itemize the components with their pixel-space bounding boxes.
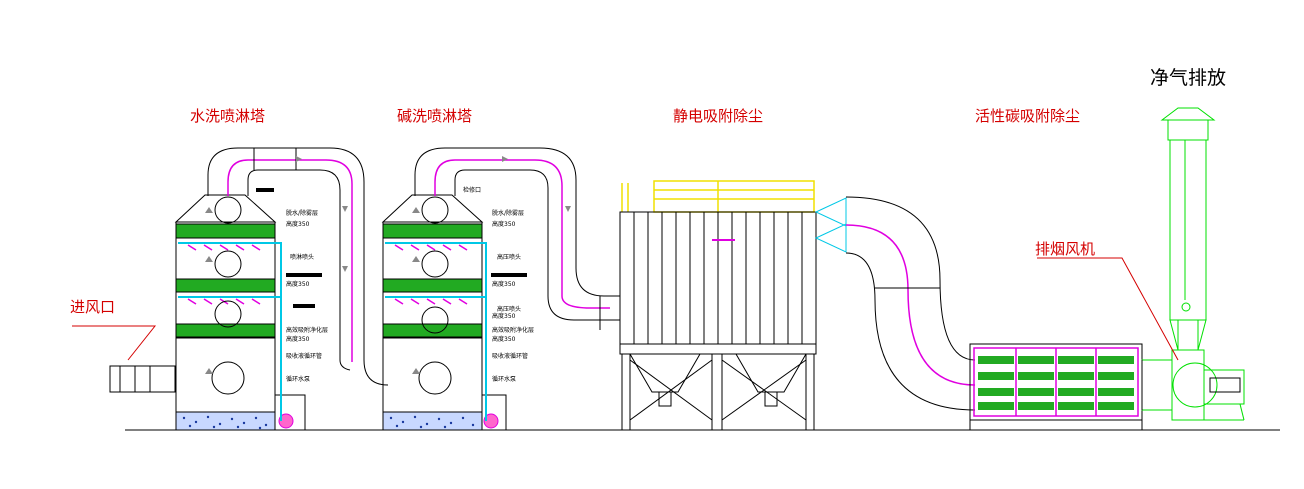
water-tower-label: 水洗喷淋塔 <box>190 107 265 125</box>
svg-text:高压喷头: 高压喷头 <box>497 253 521 261</box>
tower1-notes: 脱水/除雾层 高度350 喷淋喷头 高度350 高效吸附净化层 高度350 吸收… <box>286 209 328 383</box>
exhaust-label: 净气排放 <box>1150 67 1226 89</box>
svg-text:高压喷头: 高压喷头 <box>497 305 521 313</box>
inlet-duct <box>109 365 176 393</box>
duct-tower2-to-esp <box>414 147 620 330</box>
alkali-tower-label: 碱洗喷淋塔 <box>397 107 472 125</box>
svg-text:高度350: 高度350 <box>492 280 516 288</box>
inlet-label: 进风口 <box>70 298 115 316</box>
tower2-notes: 检修口 脱水/除雾层 高度350 高压喷头 高度350 高压喷头 高度350 高… <box>463 186 534 383</box>
svg-text:循环水泵: 循环水泵 <box>286 375 310 383</box>
packing-layer-2 <box>175 323 276 338</box>
svg-text:脱水/除雾层: 脱水/除雾层 <box>286 209 318 217</box>
exhaust-fan <box>1141 349 1245 421</box>
water-wash-tower <box>174 188 322 431</box>
svg-text:高效吸附净化层: 高效吸附净化层 <box>492 326 534 334</box>
svg-text:脱水/除雾层: 脱水/除雾层 <box>492 209 524 217</box>
fan-leader-line <box>1037 257 1179 361</box>
svg-text:循环水泵: 循环水泵 <box>492 375 516 383</box>
exhaust-chimney <box>1160 107 1216 351</box>
carbon-label: 活性碳吸附除尘 <box>975 107 1080 125</box>
electrostatic-precipitator <box>619 180 847 430</box>
svg-text:高度350: 高度350 <box>492 312 516 320</box>
svg-text:高度350: 高度350 <box>286 335 310 343</box>
svg-text:高效吸附净化层: 高效吸附净化层 <box>286 326 328 334</box>
svg-text:吸收液循环管: 吸收液循环管 <box>492 352 528 360</box>
duct-tower1-to-tower2 <box>207 147 389 386</box>
inlet-leader-line <box>72 325 157 361</box>
flow-arrows <box>205 156 571 374</box>
svg-text:高度350: 高度350 <box>286 220 310 228</box>
svg-text:喷淋喷头: 喷淋喷头 <box>290 253 314 261</box>
packing-layer-1 <box>175 278 276 293</box>
fan-label: 排烟风机 <box>1035 240 1095 258</box>
duct-esp-to-carbon <box>845 196 976 411</box>
svg-text:检修口: 检修口 <box>463 186 481 194</box>
svg-text:高度350: 高度350 <box>492 220 516 228</box>
esp-label: 静电吸附除尘 <box>673 107 763 125</box>
alkali-wash-tower <box>381 194 527 431</box>
svg-text:吸收液循环管: 吸收液循环管 <box>286 352 322 360</box>
demister-layer <box>175 223 276 239</box>
activated-carbon-adsorber <box>969 343 1143 431</box>
svg-text:高度350: 高度350 <box>492 335 516 343</box>
circulation-pump-icon <box>278 413 294 429</box>
svg-text:高度350: 高度350 <box>286 280 310 288</box>
